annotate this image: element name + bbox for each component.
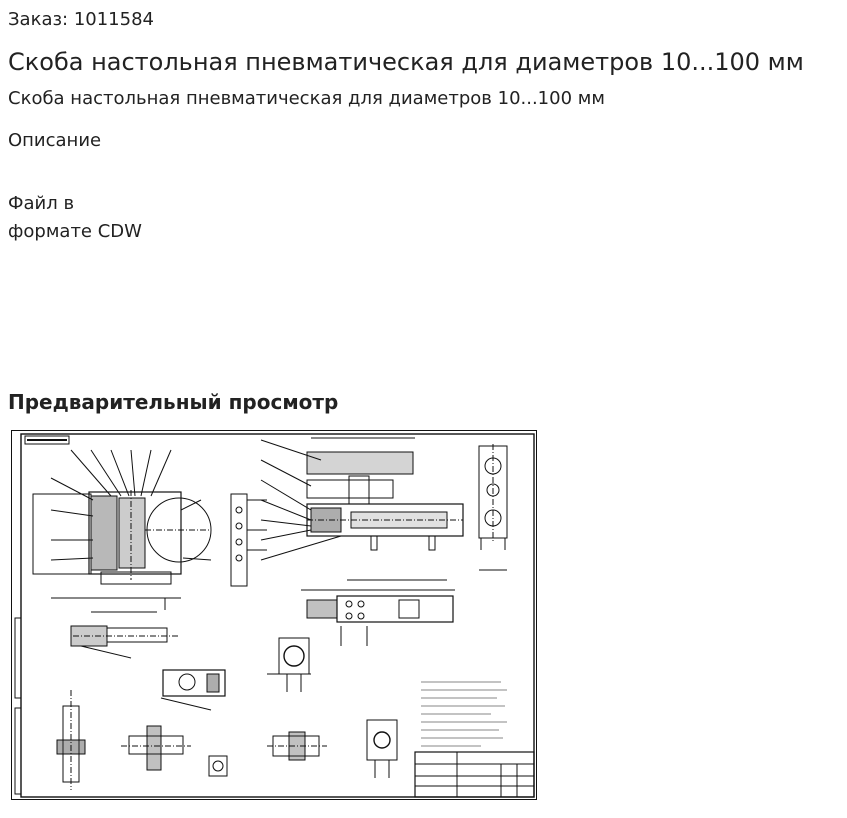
description-heading: Описание xyxy=(8,130,102,151)
preview-heading: Предварительный просмотр xyxy=(8,390,339,414)
drawing-preview-image[interactable] xyxy=(11,430,538,802)
order-number: Заказ: 1011584 xyxy=(8,9,154,30)
product-title: Скоба настольная пневматическая для диам… xyxy=(8,48,804,76)
product-subtitle: Скоба настольная пневматическая для диам… xyxy=(8,88,605,109)
file-format-line-2: формате CDW xyxy=(8,221,142,242)
file-format-line-1: Файл в xyxy=(8,193,75,214)
